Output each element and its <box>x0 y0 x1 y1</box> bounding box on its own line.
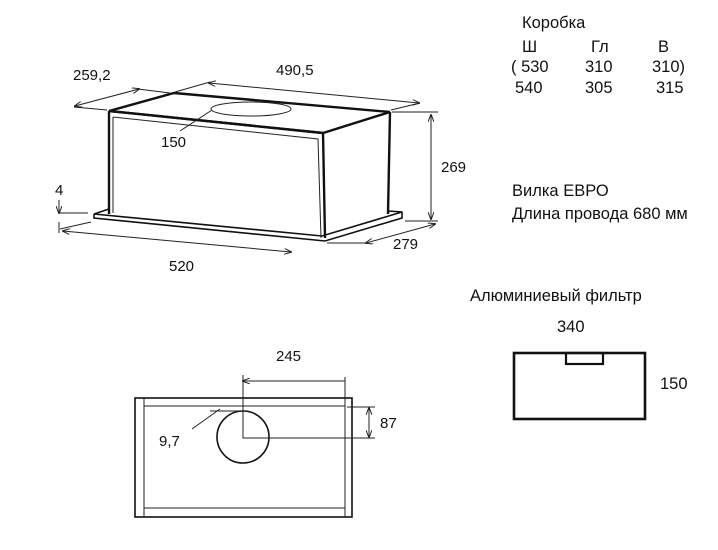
plug-info: Вилка ЕВРО Длина провода 680 мм <box>512 182 688 223</box>
aluminium-filter: Алюминиевый фильтр 340 150 <box>470 287 688 421</box>
dim-label-259: 259,2 <box>73 67 111 84</box>
dim-line-520 <box>63 231 291 252</box>
box-dimensions: Коробка Ш Гл В ( 530 310 310) 540 305 31… <box>511 14 685 97</box>
box-row1-width: ( 530 <box>511 58 549 76</box>
outlet-ellipse <box>210 101 292 117</box>
dim-label-4: 4 <box>55 182 63 199</box>
hood-base-plate <box>93 208 403 242</box>
box-row2-depth: 305 <box>585 79 613 97</box>
dim-label-269: 269 <box>441 159 466 176</box>
dim-label-150-outlet: 150 <box>161 134 186 151</box>
hood-inner-bevel <box>112 116 322 239</box>
dim-label-490: 490,5 <box>276 62 314 79</box>
filter-handle <box>564 351 605 366</box>
cord-length: Длина провода 680 мм <box>512 205 688 223</box>
hood-bottom-view: 245 87 9,7 <box>134 348 397 518</box>
dim-label-245: 245 <box>276 348 301 365</box>
hood-front-face <box>107 109 327 239</box>
hood-isometric-view: 259,2 490,5 150 269 4 520 279 <box>55 62 466 275</box>
box-header-height: В <box>658 38 669 56</box>
filter-height-label: 150 <box>660 375 688 393</box>
dim-label-87: 87 <box>380 415 397 432</box>
dim-label-9-7: 9,7 <box>159 433 180 450</box>
dim-line-279 <box>366 224 435 243</box>
box-title: Коробка <box>522 14 586 32</box>
plug-type: Вилка ЕВРО <box>512 182 609 200</box>
filter-outline <box>512 351 647 421</box>
dim-label-279: 279 <box>393 236 418 253</box>
bottom-inner-lines <box>143 398 346 517</box>
margin-leader <box>191 408 243 430</box>
box-row2-height: 315 <box>656 79 684 97</box>
dim-line-490 <box>209 83 419 103</box>
box-row1-height: 310) <box>652 58 685 76</box>
box-header-depth: Гл <box>591 38 609 56</box>
filter-width-label: 340 <box>557 318 585 336</box>
box-header-width: Ш <box>522 38 537 56</box>
box-row1-depth: 310 <box>585 58 613 76</box>
dim-label-520: 520 <box>169 258 194 275</box>
box-row2-width: 540 <box>515 79 543 97</box>
hood-top-face <box>108 91 391 135</box>
filter-title: Алюминиевый фильтр <box>470 287 642 305</box>
hood-side-face <box>386 111 392 215</box>
dim-line-259 <box>75 89 139 106</box>
